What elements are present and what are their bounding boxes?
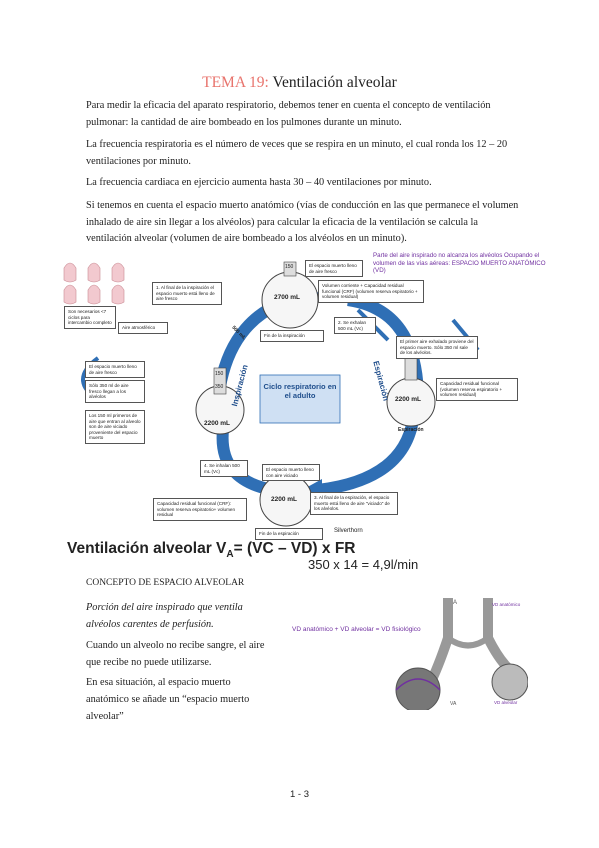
circle-right-volume: 2200 mL (395, 396, 422, 403)
paragraph-1: Para medir la eficacia del aparato respi… (86, 100, 491, 128)
figure-equation: VD anatómico + VD alveolar = VD fisiológ… (292, 626, 421, 633)
tag-150-left: 150 (215, 371, 224, 377)
paragraph-4: Si tenemos en cuenta el espacio muerto a… (86, 200, 519, 244)
paragraph-3: La frecuencia cardiaca en ejercicio aume… (86, 177, 432, 188)
paragraph-2: La frecuencia respiratoria es el número … (86, 139, 508, 167)
formula-calculation: 350 x 14 = 4,9l/min (308, 557, 419, 572)
section-p2: En esa situación, al espacio muerto anat… (86, 677, 250, 722)
box-bottom-stale: El espacio muerto lleno con aire viciado (262, 464, 320, 482)
step-4: 4. Se inhalan 500 mL (Vc) (200, 460, 248, 478)
circle-top-volume: 2700 mL (274, 294, 301, 301)
circle-left-volume: 2200 mL (204, 420, 231, 427)
diagram-graphics (63, 261, 480, 527)
tag-150-top: 150 (285, 264, 294, 270)
page-number: 1 - 3 (289, 789, 309, 800)
cycle-center-title: Ciclo respiratorio en el adulto (263, 382, 337, 400)
diagram-credit: Silverthorn (334, 528, 363, 534)
dead-space-figure: VD anatómico + VD alveolar = VD fisiológ… (288, 598, 528, 710)
section-p1: Cuando un alveolo no recibe sangre, el a… (86, 640, 265, 668)
fin-inspiracion-label: Fin de la inspiración (260, 330, 324, 342)
box-ciclos: Son necesarios <7 ciclos para intercambi… (64, 306, 116, 329)
box-top-fresh: El espacio muerto lleno de aire fresco (305, 260, 363, 278)
respiratory-cycle-diagram: Parte del aire inspirado no alcanza los … (58, 250, 548, 540)
section-italic: Porción del aire inspirado que ventila a… (86, 602, 243, 630)
box-left-1: El espacio muerto lleno de aire fresco (85, 361, 145, 379)
circle-bottom-volume: 2200 mL (271, 496, 298, 503)
box-right-2: Capacidad residual funcional (volumen re… (436, 378, 518, 401)
box-right-1: El primer aire exhalado proviene del esp… (396, 336, 478, 359)
figure-label-va: VA (450, 701, 457, 707)
formula-main: Ventilación alveolar V (67, 540, 227, 557)
tag-350-left: 350 (215, 384, 224, 390)
box-left-2: Sólo 350 ml de aire fresco llegan a los … (85, 380, 145, 403)
section-heading: CONCEPTO DE ESPACIO ALVEOLAR (86, 578, 245, 588)
box-left-3: Los 150 ml primeros de aire que entran a… (85, 410, 145, 444)
figure-label-a: A (453, 600, 458, 606)
espiracion-label: Espiración (398, 427, 424, 433)
box-crf-top: Volumen corriente + Capacidad residual f… (318, 280, 424, 303)
page-title: TEMA 19: Ventilación alveolar (0, 74, 599, 92)
formula-sub: A (226, 549, 234, 561)
step-2: 2. Se exhalan 500 mL (Vc) (334, 317, 376, 335)
dead-space-note: Parte del aire inspirado no alcanza los … (373, 252, 546, 274)
formula-rest: = (VC – VD) x FR (233, 540, 356, 557)
fin-espiracion-label: Fin de la espiración (255, 528, 323, 540)
box-aire-atmosferico: Aire atmosférico (118, 322, 168, 334)
alveolar-ventilation-formula: Ventilación alveolar VA= (VC – VD) x FR (67, 540, 355, 560)
figure-label-vd-alveolar: VD alveolar (494, 700, 518, 705)
title-tema: TEMA 19: (202, 74, 269, 91)
title-text: Ventilación alveolar (268, 74, 397, 91)
figure-label-vd-anatomico: VD anatómico (492, 602, 521, 607)
step-3: 3. Al final de la espiración, el espacio… (310, 492, 398, 515)
box-crf-bottom: Capacidad residual funcional (CRF): volu… (153, 498, 247, 521)
dead-space-figure-graphics (395, 598, 528, 710)
step-1: 1. Al final de la inspiración el espacio… (152, 282, 222, 305)
